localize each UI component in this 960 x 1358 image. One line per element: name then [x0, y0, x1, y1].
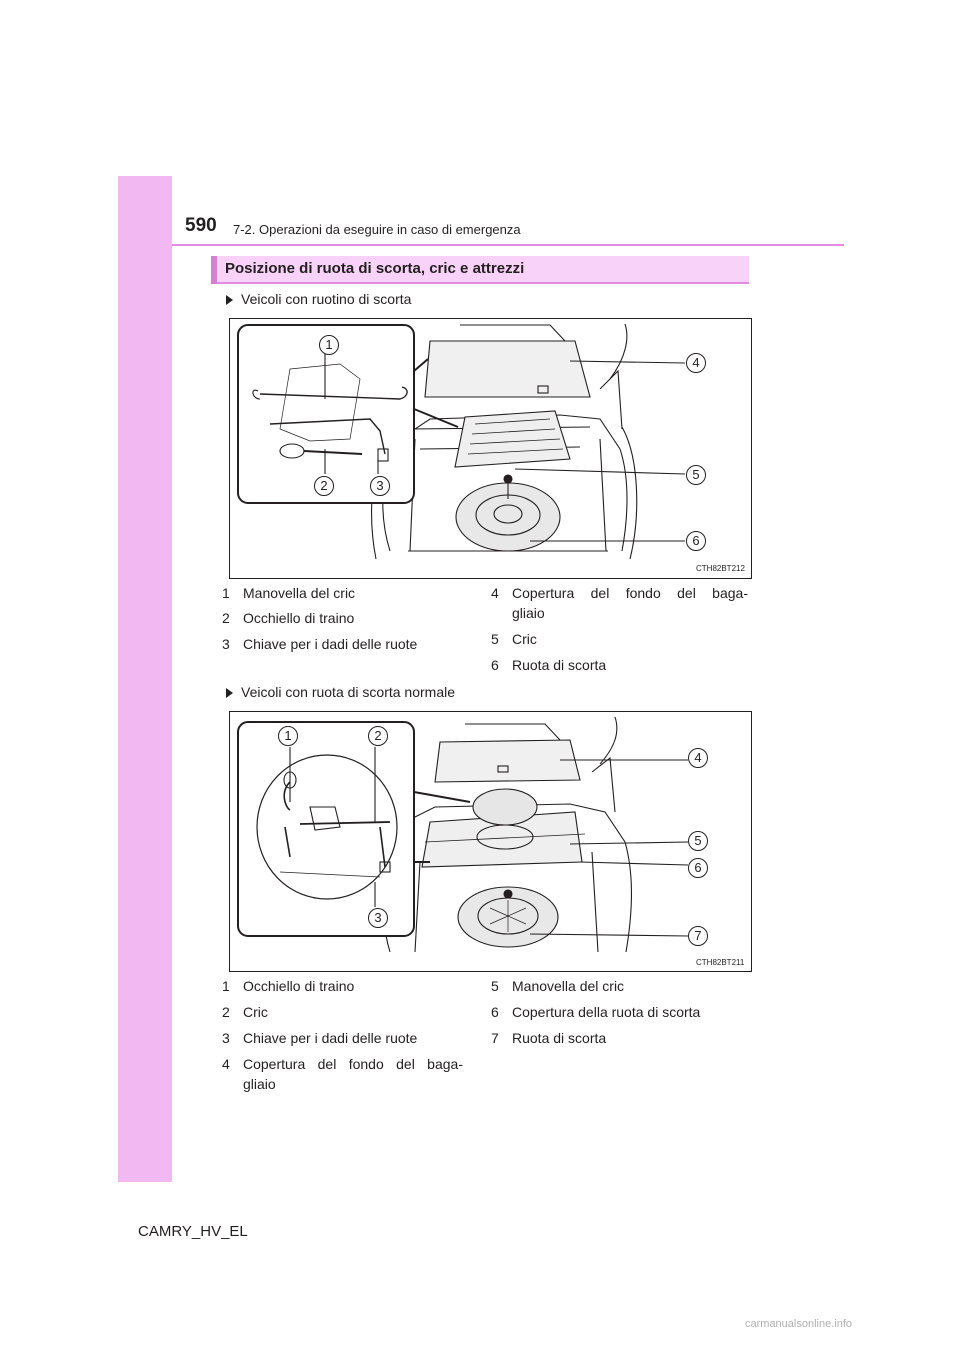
- callout-5: 5: [688, 831, 708, 851]
- legend-text: Copertura del fondo del baga-: [243, 1054, 463, 1074]
- callout-2: 2: [314, 476, 334, 496]
- legend-number-4: 4: [491, 583, 499, 603]
- legend-number-3: 3: [222, 1028, 230, 1048]
- callout-1: 1: [319, 335, 339, 355]
- figure1-bullet-text: Veicoli con ruotino di scorta: [241, 291, 411, 307]
- callout-7: 7: [688, 926, 708, 946]
- triangle-bullet-icon: [226, 688, 233, 698]
- chapter-sidebar-tab: [118, 176, 172, 1182]
- figure-code: CTH82BT212: [696, 564, 745, 573]
- legend-number-5: 5: [491, 976, 499, 996]
- figure2-bullet: Veicoli con ruota di scorta normale: [226, 684, 455, 700]
- section-heading: Posizione di ruota di scorta, cric e att…: [211, 256, 749, 284]
- chapter-title: 7-2. Operazioni da eseguire in caso di e…: [233, 222, 521, 237]
- legend-number-3: 3: [222, 634, 230, 654]
- callout-6: 6: [688, 858, 708, 878]
- figure1-bullet: Veicoli con ruotino di scorta: [226, 291, 411, 307]
- legend-number-1: 1: [222, 976, 230, 996]
- legend-text: Ruota di scorta: [512, 1028, 606, 1048]
- callout-3: 3: [370, 476, 390, 496]
- callout-4: 4: [686, 353, 706, 373]
- legend-number-2: 2: [222, 1002, 230, 1022]
- legend-text: Occhiello di traino: [243, 976, 354, 996]
- callout-2: 2: [368, 726, 388, 746]
- section-heading-text: Posizione di ruota di scorta, cric e att…: [225, 260, 524, 277]
- watermark: carmanualsonline.info: [745, 1318, 852, 1330]
- legend-number-1: 1: [222, 583, 230, 603]
- legend-number-2: 2: [222, 608, 230, 628]
- page-number: 590: [185, 215, 217, 237]
- legend-text: Ruota di scorta: [512, 655, 606, 675]
- figure2-bullet-text: Veicoli con ruota di scorta normale: [241, 684, 455, 700]
- legend-number-6: 6: [491, 1002, 499, 1022]
- triangle-bullet-icon: [226, 295, 233, 305]
- figure1-illustration: 1 2 3 4 5 6 CTH82BT212: [229, 318, 752, 579]
- legend-text: Occhiello di traino: [243, 608, 354, 628]
- figure-code: CTH82BT211: [696, 958, 744, 967]
- legend-text: Manovella del cric: [243, 583, 355, 603]
- legend-text: Copertura del fondo del baga-: [512, 583, 748, 603]
- model-code-footer: CAMRY_HV_EL: [138, 1223, 248, 1240]
- legend-number-7: 7: [491, 1028, 499, 1048]
- legend-number-6: 6: [491, 655, 499, 675]
- legend-text: Copertura della ruota di scorta: [512, 1002, 700, 1022]
- callout-4: 4: [688, 748, 708, 768]
- callout-1: 1: [278, 726, 298, 746]
- legend-number-5: 5: [491, 629, 499, 649]
- legend-text: Manovella del cric: [512, 976, 624, 996]
- callout-5: 5: [686, 465, 706, 485]
- legend-text: Cric: [512, 629, 537, 649]
- callout-6: 6: [686, 531, 706, 551]
- legend-number-4: 4: [222, 1054, 230, 1074]
- section-heading-accent: [211, 256, 217, 284]
- legend-text-continued: gliaio: [243, 1074, 276, 1094]
- legend-text-continued: gliaio: [512, 603, 545, 623]
- header-divider: [172, 244, 844, 246]
- figure2-illustration: 1 2 3 4 5 6 7 CTH82BT211: [229, 711, 752, 972]
- legend-text: Chiave per i dadi delle ruote: [243, 1028, 417, 1048]
- legend-text: Cric: [243, 1002, 268, 1022]
- legend-text: Chiave per i dadi delle ruote: [243, 634, 417, 654]
- callout-3: 3: [368, 908, 388, 928]
